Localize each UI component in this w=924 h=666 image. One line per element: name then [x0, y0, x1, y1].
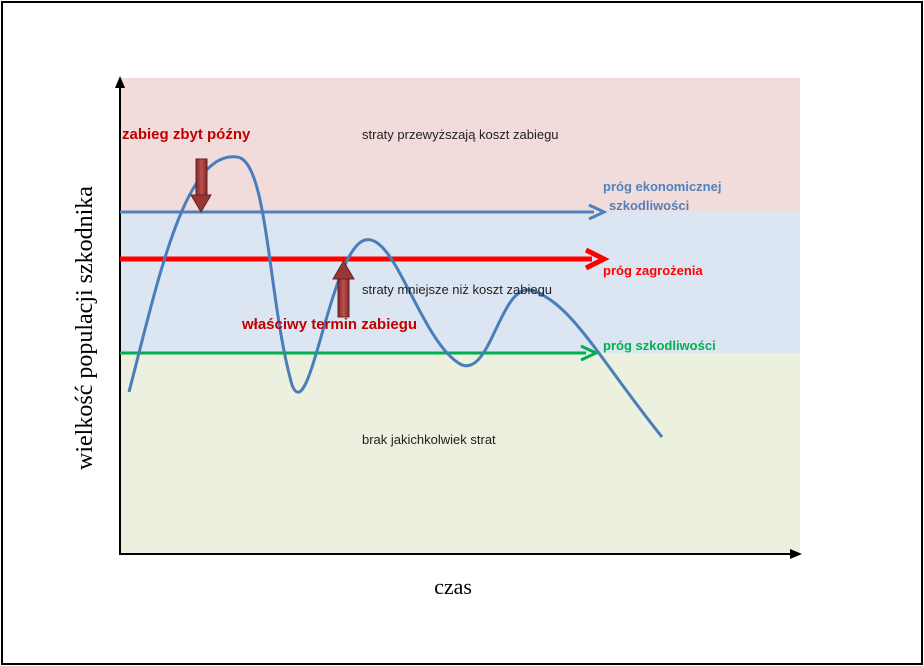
x-axis-label: czas	[434, 574, 472, 599]
proper-term-label: właściwy termin zabiegu	[241, 316, 417, 333]
economic-threshold-label-line1: próg ekonomicznej	[603, 179, 721, 194]
harm-threshold-label: próg szkodliwości	[603, 338, 716, 353]
x-axis	[119, 549, 802, 559]
zone-bottom-label: brak jakichkolwiek strat	[362, 432, 496, 447]
proper-term-marker-arrow	[332, 260, 355, 318]
economic-threshold-label-line2: szkodliwości	[609, 198, 689, 213]
threat-threshold-label: próg zagrożenia	[603, 263, 703, 278]
zone-top-label: straty przewyższają koszt zabiegu	[362, 127, 559, 142]
zone-loss-below-cost	[120, 212, 800, 353]
y-axis	[115, 76, 125, 554]
economic-threshold-arrow	[120, 203, 608, 221]
threat-threshold-arrow	[120, 247, 610, 271]
y-axis-label: wielkość populacji szkodnika	[72, 186, 98, 470]
harm-threshold-arrow	[120, 344, 600, 362]
zone-loss-exceeds-cost	[120, 78, 800, 212]
too-late-label: zabieg zbyt późny	[122, 126, 251, 143]
too-late-marker-arrow	[190, 158, 212, 213]
zone-no-loss	[120, 353, 800, 553]
zone-middle-label: straty mniejsze niż koszt zabiegu	[362, 282, 552, 297]
